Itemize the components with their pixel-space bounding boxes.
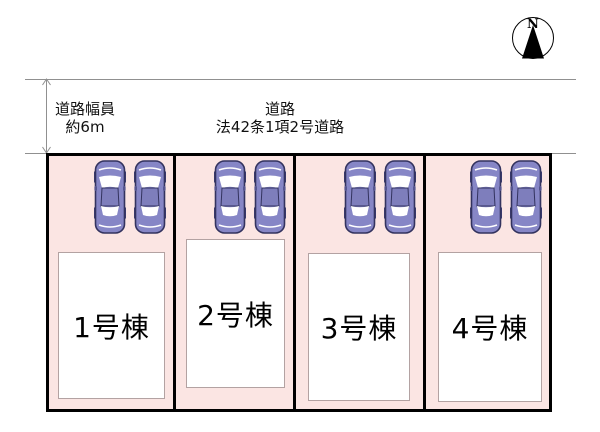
compass: N [508, 13, 558, 67]
building-label-4: 4号棟 [451, 312, 529, 345]
building-footprint-1: 1号棟 [58, 252, 165, 399]
car-icon [214, 160, 246, 234]
car-icon [254, 160, 286, 234]
parking-area [470, 160, 542, 234]
road-width-line2: 約6m [65, 118, 105, 136]
lot-1: 1号棟 [49, 156, 176, 409]
car-icon [510, 160, 542, 234]
building-label-2: 2号棟 [197, 298, 274, 332]
road-width-line1: 道路幅員 [54, 100, 115, 118]
car-icon [344, 160, 376, 234]
building-footprint-3: 3号棟 [308, 253, 410, 401]
lot-block: 1号棟 2号棟 3号棟 [46, 153, 552, 412]
road-width-label: 道路幅員 約6m [40, 100, 130, 136]
car-icon [134, 160, 166, 234]
road-name-line2: 法42条1項2号道路 [215, 118, 345, 136]
building-label-1: 1号棟 [73, 310, 150, 344]
car-icon [470, 160, 502, 234]
building-footprint-2: 2号棟 [186, 239, 285, 388]
lot-2: 2号棟 [176, 156, 296, 409]
compass-north-label: N [527, 17, 539, 32]
road-name-line1: 道路 [264, 100, 295, 118]
north-arrow-icon: N [512, 17, 554, 59]
lot-3: 3号棟 [296, 156, 426, 409]
parking-area [214, 160, 286, 234]
road-edge-line-top [25, 79, 576, 80]
building-footprint-4: 4号棟 [438, 252, 542, 402]
car-icon [94, 160, 126, 234]
parking-area [344, 160, 416, 234]
parking-area [94, 160, 166, 234]
car-icon [384, 160, 416, 234]
lot-4: 4号棟 [426, 156, 549, 409]
road-name-label: 道路 法42条1項2号道路 [190, 100, 370, 136]
building-label-3: 3号棟 [320, 312, 398, 345]
